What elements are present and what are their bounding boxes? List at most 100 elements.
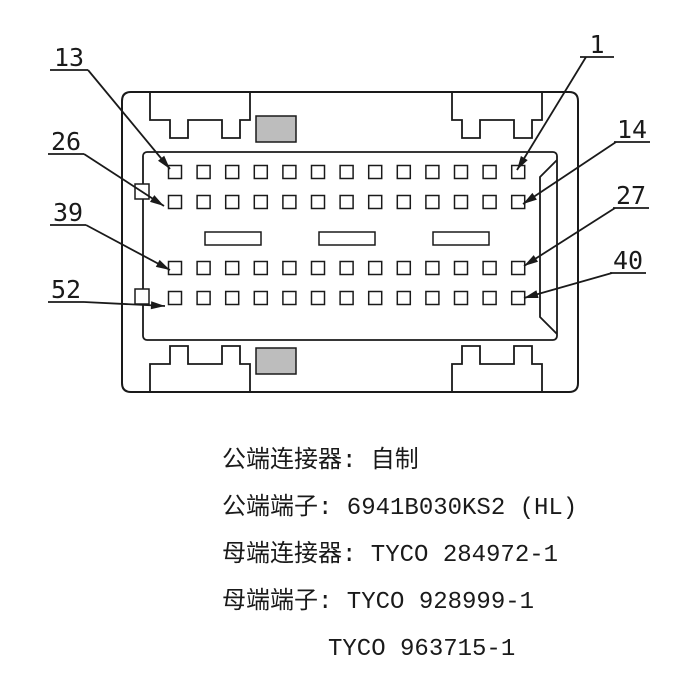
- pin-grid: [167, 164, 526, 306]
- pin-cavity: [224, 290, 240, 306]
- pin-cavity: [339, 194, 354, 210]
- pin-cavity: [367, 164, 383, 180]
- alignment-slot: [204, 231, 262, 246]
- pin-cavity: [196, 194, 211, 210]
- callout-label: 1: [589, 30, 604, 59]
- pin-cavity: [367, 194, 383, 210]
- pin-cavity-area: [142, 151, 558, 341]
- pin-cavity: [282, 194, 297, 210]
- pin-cavity: [282, 260, 297, 276]
- callout-40: 40: [523, 246, 646, 299]
- pin-cavity: [453, 260, 469, 276]
- pin-cavity: [339, 164, 354, 180]
- pin-cavity: [339, 260, 354, 276]
- callout-14: 14: [522, 115, 650, 205]
- pin-cavity: [167, 260, 183, 276]
- callout-label: 13: [54, 43, 84, 72]
- pin-cavity: [310, 260, 326, 276]
- pin-cavity: [510, 260, 526, 276]
- alignment-slot: [318, 231, 376, 246]
- pin-cavity: [425, 290, 440, 306]
- callout-label: 26: [51, 127, 81, 156]
- pin-cavity: [453, 164, 469, 180]
- pin-cavity: [510, 164, 526, 180]
- pin-cavity: [453, 194, 469, 210]
- pin-cavity: [482, 290, 497, 306]
- pin-cavity: [510, 194, 526, 210]
- pin-cavity: [396, 260, 412, 276]
- pin-cavity: [224, 260, 240, 276]
- alignment-slot: [432, 231, 490, 246]
- pin-cavity: [253, 290, 269, 306]
- connector-drawing: 13 1 26 14 39: [48, 30, 650, 393]
- pin-cavity: [282, 290, 297, 306]
- leader-line: [85, 224, 171, 271]
- pin-cavity: [167, 290, 183, 306]
- pin-cavity: [482, 164, 497, 180]
- leader-line: [83, 153, 165, 207]
- pin-cavity: [367, 290, 383, 306]
- pin-cavity: [224, 164, 240, 180]
- callout-label: 40: [613, 246, 643, 275]
- pin-cavity: [453, 290, 469, 306]
- pin-cavity: [196, 290, 211, 306]
- pin-cavity: [339, 290, 354, 306]
- pin-cavity: [310, 290, 326, 306]
- leader-arrowhead: [150, 195, 164, 206]
- pin-cavity: [482, 260, 497, 276]
- note-female-connector: 母端连接器: TYCO 284972-1: [222, 542, 559, 569]
- pin-cavity: [310, 164, 326, 180]
- pin-cavity: [396, 164, 412, 180]
- top-left-latch-profile: [149, 92, 251, 139]
- callout-13: 13: [50, 43, 171, 170]
- pin-cavity: [282, 164, 297, 180]
- note-male-terminal: 公端端子: 6941B030KS2 (HL): [222, 495, 578, 522]
- bottom-right-latch-profile: [451, 345, 543, 392]
- pin-cavity: [253, 164, 269, 180]
- leader-line: [522, 141, 617, 205]
- pin-cavity: [396, 290, 412, 306]
- leader-arrowhead: [517, 156, 528, 170]
- pin-cavity: [224, 194, 240, 210]
- pin-cavity: [425, 194, 440, 210]
- top-shaded-block: [255, 115, 297, 143]
- leader-arrowhead: [150, 301, 165, 310]
- pin-cavity: [367, 260, 383, 276]
- leader-arrowhead: [155, 259, 170, 270]
- pin-cavity: [196, 164, 211, 180]
- pin-cavity: [253, 260, 269, 276]
- note-male-connector: 公端连接器: 自制: [222, 448, 419, 475]
- pin-cavity: [310, 194, 326, 210]
- pin-cavity: [510, 290, 526, 306]
- part-notes: 公端连接器: 自制 公端端子: 6941B030KS2 (HL) 母端连接器: …: [222, 438, 577, 673]
- pin-cavity: [425, 164, 440, 180]
- callout-39: 39: [50, 198, 171, 271]
- leader-arrowhead: [524, 255, 538, 266]
- callout-26: 26: [48, 127, 165, 207]
- callout-27: 27: [523, 181, 649, 267]
- note-female-terminal: 母端端子: TYCO 928999-1: [222, 589, 535, 616]
- pin-cavity: [482, 194, 497, 210]
- callout-1: 1: [516, 30, 614, 171]
- callout-label: 27: [616, 181, 646, 210]
- pin-cavity: [253, 194, 269, 210]
- pin-cavity: [196, 260, 211, 276]
- callout-label: 14: [617, 115, 647, 144]
- top-right-latch-profile: [451, 92, 543, 139]
- leader-line: [87, 69, 171, 170]
- leader-line: [523, 207, 616, 267]
- leader-arrowhead: [523, 192, 537, 204]
- left-key-lower: [134, 288, 150, 305]
- callout-52: 52: [48, 275, 166, 310]
- right-keying-profile: [539, 159, 558, 335]
- pin-cavity: [396, 194, 412, 210]
- pin-cavity: [167, 164, 183, 180]
- leader-line: [516, 56, 587, 171]
- leader-arrowhead: [158, 155, 170, 169]
- callout-label: 39: [53, 198, 83, 227]
- leader-arrowhead: [524, 290, 539, 298]
- pin-cavity: [425, 260, 440, 276]
- bottom-shaded-block: [255, 347, 297, 375]
- note-female-terminal-alt: TYCO 963715-1: [328, 636, 516, 663]
